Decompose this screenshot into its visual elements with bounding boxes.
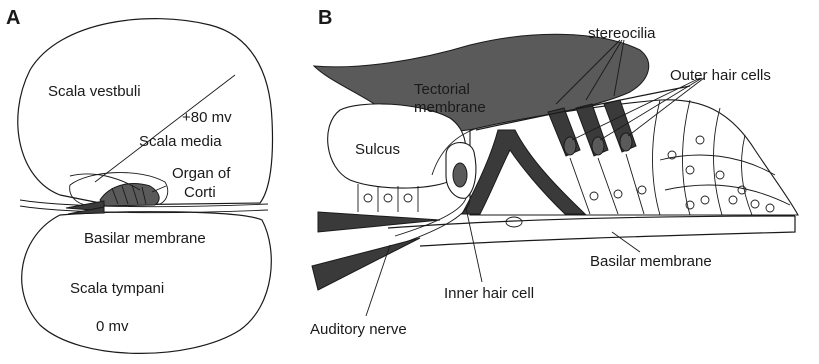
basilar-membrane-label-a: Basilar membrane [84,230,206,247]
basilar-membrane-pointer [612,232,640,252]
nerve-wedge-lower [312,238,420,290]
auditory-nerve-label: Auditory nerve [310,321,407,338]
tectorial-membrane-label-1: Tectorial [414,81,470,98]
scala-vestibuli-outline [18,19,273,205]
tectorial-membrane-label-2: membrane [414,99,486,116]
inner-hair-cell-nucleus [453,163,467,187]
basilar-cell [506,217,522,227]
panel-a-letter: A [6,7,20,29]
organ-of-corti-label-2: Corti [184,184,216,201]
organ-of-corti-sketch [70,173,168,206]
scala-tympani-label: Scala tympani [70,280,164,297]
basilar-membrane-label-b: Basilar membrane [590,253,712,270]
scala-vestibuli-label: Scala vestbuli [48,83,141,100]
potential-media-label: +80 mv [182,109,232,126]
inner-hair-cell-stalk [395,198,466,236]
basilar-membrane-b-lower [420,216,795,246]
potential-tympani-label: 0 mv [96,318,129,335]
organ-of-corti-label-1: Organ of [172,165,231,182]
sulcus-label: Sulcus [355,141,400,158]
inner-hair-cell-pointer [466,208,482,282]
scala-media-label: Scala media [139,133,222,150]
stereocilia-label: stereocilia [588,25,656,42]
outer-hair-cells-label: Outer hair cells [670,67,771,84]
nerve-wedge-upper [318,212,440,232]
panel-b-letter: B [318,7,332,29]
inner-hair-cell-label: Inner hair cell [444,285,534,302]
